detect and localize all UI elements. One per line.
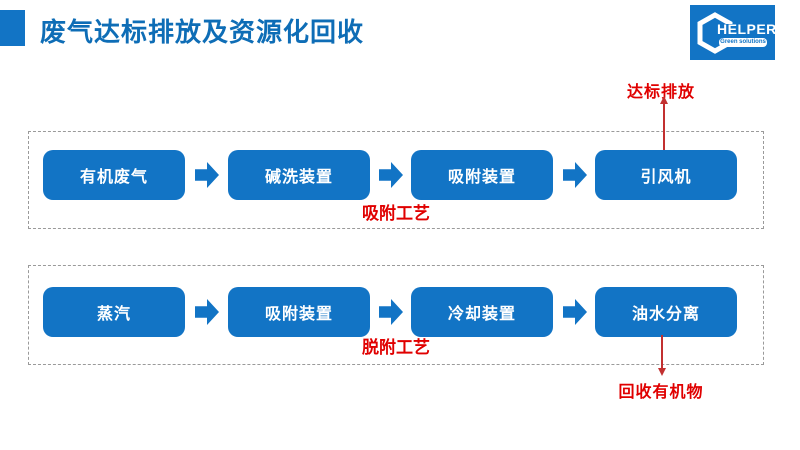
right-arrow-icon [195, 162, 219, 188]
right-arrow-icon [195, 299, 219, 325]
page-title: 废气达标排放及资源化回收 [40, 17, 365, 47]
flow-step-box: 有机废气 [43, 150, 185, 200]
flow-step-box: 吸附装置 [228, 287, 370, 337]
flow-step-box: 引风机 [595, 150, 737, 200]
logo-wordmark: HELPER [717, 21, 777, 37]
flow-step-box: 蒸汽 [43, 287, 185, 337]
flow-group-adsorption: 有机废气 碱洗装置 吸附装置 引风机 吸附工艺 [28, 131, 764, 229]
flow-step-box: 碱洗装置 [228, 150, 370, 200]
flow-step-box: 油水分离 [595, 287, 737, 337]
up-arrowhead-icon [660, 96, 668, 104]
right-arrow-icon [563, 299, 587, 325]
down-arrowhead-icon [658, 368, 666, 376]
title-accent-bar [0, 10, 25, 46]
right-arrow-icon [379, 162, 403, 188]
flow-step-box: 吸附装置 [411, 150, 553, 200]
down-arrow-line [661, 335, 663, 368]
helper-logo: HELPER Green solutions [690, 5, 777, 60]
annotation-compliant-emission: 达标排放 [626, 84, 695, 101]
group-label-adsorption: 吸附工艺 [362, 204, 430, 223]
up-arrow-line [663, 103, 665, 150]
right-arrow-icon [563, 162, 587, 188]
right-arrow-icon [379, 299, 403, 325]
group-label-desorption: 脱附工艺 [362, 338, 430, 357]
flow-group-desorption: 蒸汽 吸附装置 冷却装置 油水分离 脱附工艺 [28, 265, 764, 365]
logo-tagline: Green solutions [719, 38, 767, 47]
flow-step-box: 冷却装置 [411, 287, 553, 337]
annotation-recovered-organics: 回收有机物 [618, 384, 704, 401]
